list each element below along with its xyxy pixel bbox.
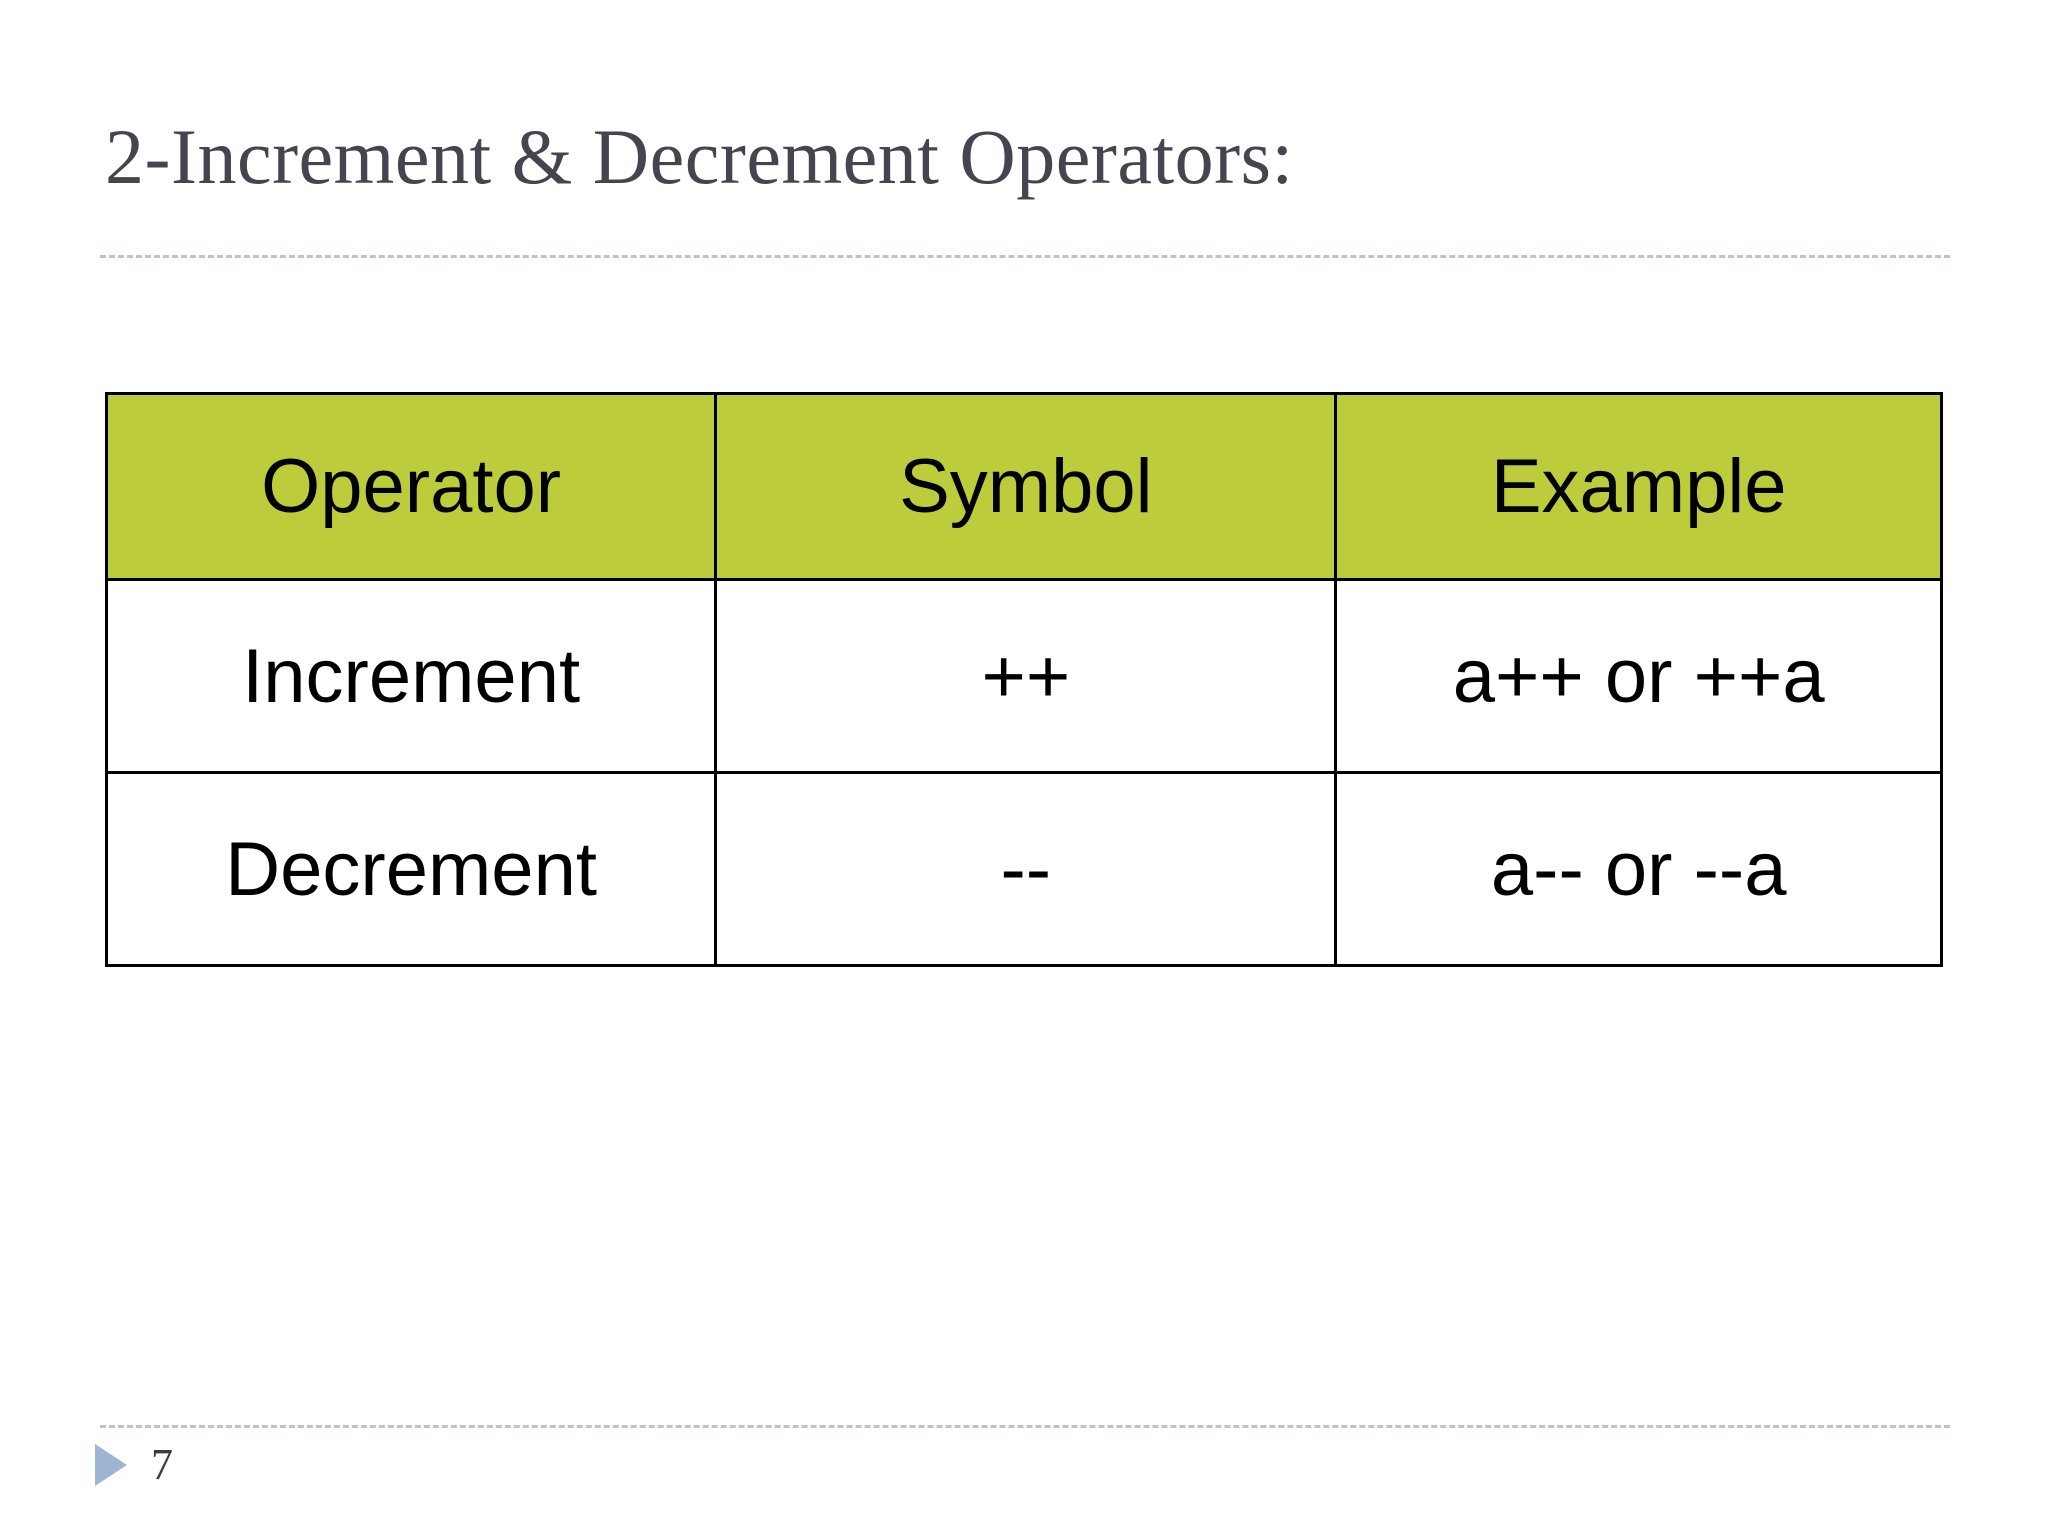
cell-example-increment: a++ or ++a	[1334, 578, 1943, 774]
cell-example-decrement: a-- or --a	[1334, 771, 1943, 967]
table-row: Decrement -- a-- or --a	[104, 771, 1943, 967]
slide-footer: 7	[95, 1443, 173, 1487]
table-row: Increment ++ a++ or ++a	[104, 578, 1943, 774]
cell-operator-decrement: Decrement	[104, 771, 718, 967]
footer-divider	[100, 1425, 1950, 1428]
cell-symbol-increment: ++	[714, 578, 1338, 774]
operators-table-container: Operator Symbol Example Increment ++ a++…	[104, 392, 1943, 967]
title-divider-top	[100, 255, 1950, 258]
cell-operator-increment: Increment	[104, 578, 718, 774]
column-header-example: Example	[1334, 392, 1943, 581]
operators-table: Operator Symbol Example Increment ++ a++…	[104, 392, 1943, 967]
page-title: 2-Increment & Decrement Operators:	[105, 113, 1294, 200]
column-header-symbol: Symbol	[714, 392, 1338, 581]
triangle-right-icon	[95, 1444, 127, 1486]
column-header-operator: Operator	[104, 392, 718, 581]
page-number: 7	[151, 1440, 173, 1489]
cell-symbol-decrement: --	[714, 771, 1338, 967]
table-header-row: Operator Symbol Example	[104, 392, 1943, 581]
